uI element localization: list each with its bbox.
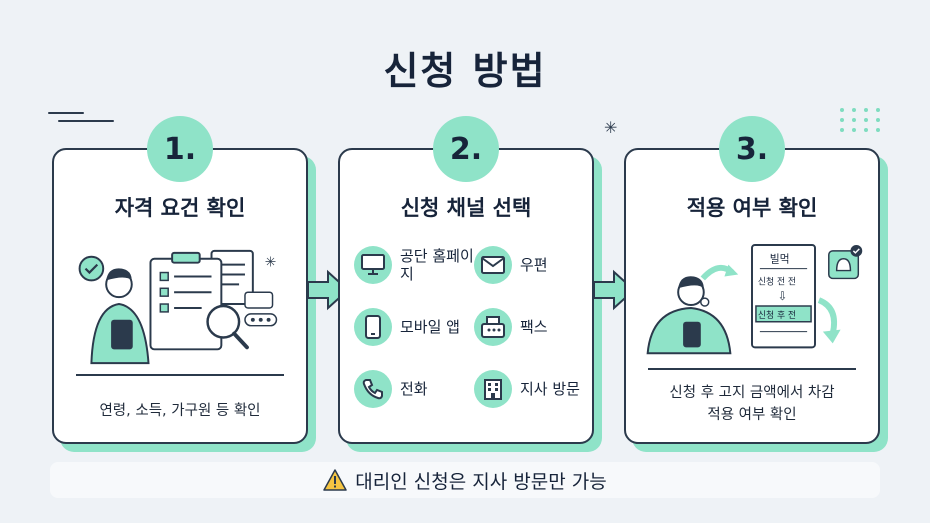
divider bbox=[648, 368, 856, 370]
channel-label: 지사 방문 bbox=[520, 380, 580, 398]
channel-branch-visit[interactable]: 지사 방문 bbox=[474, 370, 594, 408]
divider bbox=[76, 374, 284, 376]
channel-phone[interactable]: 전화 bbox=[354, 370, 474, 408]
channel-label: 모바일 앱 bbox=[400, 318, 460, 336]
bill-illustration: 빌먹 신청 전 전 ⇩ 신청 후 전 bbox=[646, 243, 863, 355]
channel-homepage[interactable]: 공단 홈페이지 bbox=[354, 246, 474, 284]
notice-text: 대리인 신청은 지사 방문만 가능 bbox=[355, 470, 607, 493]
svg-text:✳: ✳ bbox=[265, 255, 277, 271]
step-number: 3. bbox=[719, 116, 785, 182]
channel-label: 팩스 bbox=[520, 318, 548, 336]
step-description-line: 적용 여부 확인 bbox=[707, 407, 797, 423]
channel-label: 전화 bbox=[400, 380, 428, 398]
step-description-line: 신청 후 고지 금액에서 차감 bbox=[669, 385, 835, 401]
step-title: 신청 채널 선택 bbox=[400, 196, 532, 220]
phone-icon bbox=[354, 370, 392, 408]
checklist-illustration: ✳ bbox=[78, 249, 278, 365]
notice-banner: 대리인 신청은 지사 방문만 가능 bbox=[50, 462, 880, 498]
step-number: 1. bbox=[147, 116, 213, 182]
monitor-icon bbox=[354, 246, 392, 284]
page-title: 신청 방법 bbox=[383, 49, 547, 93]
step-description: 신청 후 고지 금액에서 차감 적용 여부 확인 bbox=[626, 382, 878, 426]
step-title: 자격 요건 확인 bbox=[114, 196, 246, 220]
step-description: 연령, 소득, 가구원 등 확인 bbox=[99, 403, 261, 419]
building-icon bbox=[474, 370, 512, 408]
step-card-eligibility: 1. 자격 요건 확인 ✳ 연령, 소득, 가구원 등 확인 bbox=[52, 116, 308, 444]
channel-label: 공단 홈페이지 bbox=[400, 247, 474, 283]
step-card-application-check: 3. 적용 여부 확인 빌먹 신청 전 전 ⇩ 신청 후 전 신청 후 고지 금… bbox=[624, 116, 880, 444]
svg-text:⇩: ⇩ bbox=[778, 289, 788, 303]
channel-label: 우편 bbox=[520, 256, 548, 274]
step-card-channel: 2. 신청 채널 선택 공단 홈페이지 우편 모바일 앱 팩스 bbox=[338, 116, 594, 444]
step-number: 2. bbox=[433, 116, 499, 182]
warning-icon bbox=[323, 469, 348, 491]
decorative-dots bbox=[840, 108, 882, 132]
step-title: 적용 여부 확인 bbox=[686, 196, 818, 220]
envelope-icon bbox=[474, 246, 512, 284]
bill-heading: 빌먹 bbox=[770, 253, 790, 266]
bill-before: 신청 전 전 bbox=[758, 276, 796, 287]
channel-mobile-app[interactable]: 모바일 앱 bbox=[354, 308, 474, 346]
bill-after: 신청 후 전 bbox=[758, 310, 796, 321]
channel-fax[interactable]: 팩스 bbox=[474, 308, 594, 346]
smartphone-icon bbox=[354, 308, 392, 346]
channel-mail[interactable]: 우편 bbox=[474, 246, 594, 284]
decorative-lines bbox=[48, 112, 114, 128]
fax-icon bbox=[474, 308, 512, 346]
sparkle-icon: ✳ bbox=[604, 118, 618, 137]
